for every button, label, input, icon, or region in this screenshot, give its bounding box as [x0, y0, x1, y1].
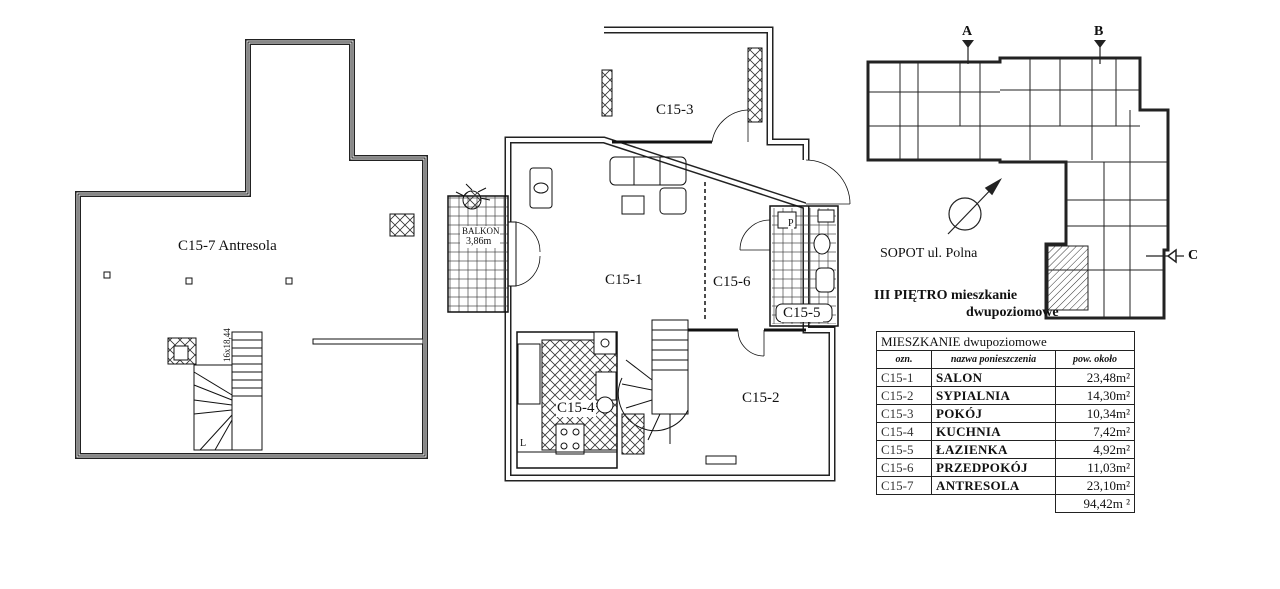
kitchen-l-label: L — [520, 438, 527, 449]
floor-label-line2: dwupoziomowe — [966, 305, 1059, 320]
keyplan-marker-c: C — [1188, 248, 1199, 263]
mezzanine-plan — [75, 39, 428, 459]
table-title: MIESZKANIE dwupoziomowe — [876, 331, 1135, 351]
room-code: C15-7 — [876, 476, 932, 495]
room-name: PRZEDPOKÓJ — [931, 458, 1056, 477]
room-c15-6-label: C15-6 — [713, 274, 751, 290]
table-row: C15-1 SALON 23,48m² — [876, 368, 1135, 387]
table-row: C15-4 KUCHNIA 7,42m² — [876, 422, 1135, 441]
room-c15-5-label: C15-5 — [781, 305, 823, 322]
room-code: C15-2 — [876, 386, 932, 405]
room-area: 14,30m² — [1055, 386, 1135, 405]
table-row: C15-7 ANTRESOLA 23,10m² — [876, 476, 1135, 495]
room-c15-2-label: C15-2 — [742, 390, 780, 406]
bathroom-p-label: P — [788, 218, 794, 229]
room-name: KUCHNIA — [931, 422, 1056, 441]
table-row: C15-5 ŁAZIENKA 4,92m² — [876, 440, 1135, 459]
mezzanine-stair-label: 16x18,44 — [222, 328, 232, 362]
table-total-row: 94,42m ² — [877, 494, 1135, 513]
room-c15-4-label: C15-4 — [556, 400, 596, 417]
mezzanine-label: C15-7 Antresola — [178, 238, 277, 254]
room-name: SYPIALNIA — [931, 386, 1056, 405]
room-area: 7,42m² — [1055, 422, 1135, 441]
keyplan-marker-a: A — [962, 24, 973, 39]
room-c15-3-label: C15-3 — [656, 102, 694, 118]
room-code: C15-4 — [876, 422, 932, 441]
room-area: 10,34m² — [1055, 404, 1135, 423]
room-name: ŁAZIENKA — [931, 440, 1056, 459]
apartment-plan — [447, 26, 851, 482]
total-area: 94,42m ² — [1055, 494, 1135, 513]
room-code: C15-3 — [876, 404, 932, 423]
room-area: 11,03m² — [1055, 458, 1135, 477]
room-code: C15-6 — [876, 458, 932, 477]
location-label: SOPOT ul. Polna — [880, 246, 978, 261]
room-area: 23,10m² — [1055, 476, 1135, 495]
room-area: 4,92m² — [1055, 440, 1135, 459]
room-area: 23,48m² — [1055, 368, 1135, 387]
table-header-code: ozn. — [876, 350, 932, 369]
room-name: ANTRESOLA — [931, 476, 1056, 495]
table-row: C15-3 POKÓJ 10,34m² — [876, 404, 1135, 423]
table-row: C15-6 PRZEDPOKÓJ 11,03m² — [876, 458, 1135, 477]
room-code: C15-5 — [876, 440, 932, 459]
floor-label-line1: III PIĘTRO mieszkanie — [874, 288, 1018, 303]
room-area-table: MIESZKANIE dwupoziomowe ozn. nazwa ponie… — [876, 331, 1135, 513]
balcony-area: 3,86m — [466, 236, 492, 247]
balcony-label: BALKON — [462, 226, 500, 236]
table-row: C15-2 SYPIALNIA 14,30m² — [876, 386, 1135, 405]
room-name: POKÓJ — [931, 404, 1056, 423]
table-header-area: pow. około — [1055, 350, 1135, 369]
keyplan-marker-b: B — [1094, 24, 1104, 39]
room-name: SALON — [931, 368, 1056, 387]
room-code: C15-1 — [876, 368, 932, 387]
room-c15-1-label: C15-1 — [605, 272, 643, 288]
table-header-name: nazwa ponieszczenia — [931, 350, 1056, 369]
building-key-plan — [866, 40, 1184, 320]
